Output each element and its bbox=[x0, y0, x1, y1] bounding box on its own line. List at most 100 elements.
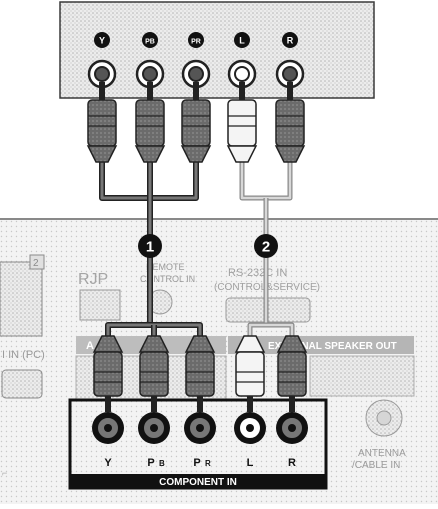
rca-plug-body bbox=[181, 99, 211, 147]
component-jack-r: R bbox=[276, 412, 308, 469]
cable-wire bbox=[248, 323, 294, 345]
cables bbox=[86, 82, 308, 412]
rca-plug-body bbox=[139, 351, 169, 397]
rca-plug-tip bbox=[197, 396, 203, 412]
source-jack-pr: PR bbox=[181, 32, 211, 89]
source-device: Y PB PR L R bbox=[59, 1, 375, 99]
component-jack-label: Y bbox=[104, 457, 112, 469]
rca-plug-body bbox=[135, 99, 165, 147]
rca-plug-body bbox=[277, 351, 307, 397]
callout-number: 1 bbox=[146, 239, 154, 256]
source-jack-badge-text: PB bbox=[145, 39, 155, 46]
tv-rear-panel: 2 I IN (PC) RJP REMOTE CONTROL IN RS-232… bbox=[0, 218, 438, 504]
component-jack-label: P bbox=[193, 457, 200, 469]
antenna-port-center bbox=[376, 410, 392, 426]
rgb-port-number: 2 bbox=[33, 258, 39, 269]
component-jack-pin bbox=[104, 424, 112, 432]
source-jack-badge bbox=[188, 32, 204, 48]
cable-in-label: /CABLE IN bbox=[352, 460, 400, 471]
callout-2: 2 bbox=[254, 234, 278, 258]
rca-plug-body bbox=[185, 351, 215, 397]
source-jack-socket-core bbox=[142, 66, 158, 82]
rca-plug-boot bbox=[274, 145, 306, 163]
component-in-label: COMPONENT IN bbox=[159, 477, 237, 488]
component-jack-label: P bbox=[147, 457, 154, 469]
rca-plug-body bbox=[87, 99, 117, 147]
rca-plug-boot bbox=[276, 335, 308, 353]
rca-plug-tip bbox=[289, 396, 295, 412]
source-jack-l: L bbox=[227, 32, 257, 89]
rca-plug-tip bbox=[105, 396, 111, 412]
source-jack-socket-core bbox=[94, 66, 110, 82]
rca-plug-boot bbox=[134, 145, 166, 163]
remote-label: REMOTE bbox=[146, 262, 185, 272]
rjp-port bbox=[79, 289, 121, 321]
rca-plug-tip bbox=[193, 82, 199, 102]
callout-badge bbox=[254, 234, 278, 258]
rca-plug bbox=[234, 335, 266, 412]
rca-plug-body bbox=[235, 351, 265, 397]
source-jack-badge-text: Y bbox=[99, 36, 105, 46]
source-jack-badge bbox=[282, 32, 298, 48]
component-in-bar bbox=[70, 474, 326, 488]
component-jack-pin bbox=[288, 424, 296, 432]
rca-plug bbox=[226, 82, 258, 163]
component-jack-label: L bbox=[247, 457, 254, 469]
cable-wire bbox=[240, 160, 292, 200]
component-jack-sublabel: R bbox=[205, 459, 211, 468]
antenna-label: ANTENNA bbox=[358, 448, 406, 459]
pc-audio-port bbox=[1, 369, 43, 399]
rjp-label: RJP bbox=[78, 271, 108, 288]
source-jack-badge-text: R bbox=[287, 36, 294, 46]
rca-plug bbox=[184, 335, 216, 412]
rca-plug-body bbox=[93, 351, 123, 397]
rca-plug-boot bbox=[234, 335, 266, 353]
rca-plug bbox=[134, 82, 166, 163]
control-in-label: CONTROL IN bbox=[140, 274, 195, 284]
rca-plug bbox=[276, 335, 308, 412]
rca-plug-tip bbox=[239, 82, 245, 102]
rca-plug-boot bbox=[138, 335, 170, 353]
rca-plug-boot bbox=[184, 335, 216, 353]
rca-plug bbox=[180, 82, 212, 163]
component-jack-l: L bbox=[234, 412, 266, 469]
rca-plug-tip bbox=[247, 396, 253, 412]
av-label: A bbox=[86, 340, 94, 352]
rca-plug-body bbox=[275, 99, 305, 147]
source-jack-y: Y bbox=[87, 32, 117, 89]
rca-plug-boot bbox=[180, 145, 212, 163]
rca-plug bbox=[274, 82, 306, 163]
callout-number: 2 bbox=[262, 239, 270, 256]
cable-wire bbox=[239, 160, 293, 201]
source-jack-badge-text: PR bbox=[191, 39, 201, 46]
source-jack-socket-core bbox=[282, 66, 298, 82]
speaker-out-terminals bbox=[309, 355, 415, 397]
rca-plug-boot bbox=[92, 335, 124, 353]
speaker-out-strip bbox=[228, 336, 414, 354]
callout-1: 1 bbox=[138, 234, 162, 258]
source-jack-pb: PB bbox=[135, 32, 165, 89]
source-jack-badge bbox=[234, 32, 250, 48]
source-jack-socket-core bbox=[234, 66, 250, 82]
rca-plug bbox=[86, 82, 118, 163]
speaker-out-label: EXTERNAL SPEAKER OUT bbox=[268, 341, 397, 352]
rca-plug-tip bbox=[99, 82, 105, 102]
in-pc-label: I IN (PC) bbox=[2, 349, 45, 361]
rca-plug-tip bbox=[151, 396, 157, 412]
rca-plug bbox=[92, 335, 124, 412]
component-jack-y: Y bbox=[92, 412, 124, 469]
rca-plug-boot bbox=[86, 145, 118, 163]
component-jack-pin bbox=[150, 424, 158, 432]
panel-edge-mark: ⌐ bbox=[2, 468, 7, 478]
rca-plug-tip bbox=[147, 82, 153, 102]
source-jack-socket-core bbox=[188, 66, 204, 82]
source-jack-badge bbox=[142, 32, 158, 48]
rca-plug-tip bbox=[287, 82, 293, 102]
rs232-label: RS-232C IN bbox=[228, 267, 287, 279]
rca-plug-body bbox=[227, 99, 257, 147]
